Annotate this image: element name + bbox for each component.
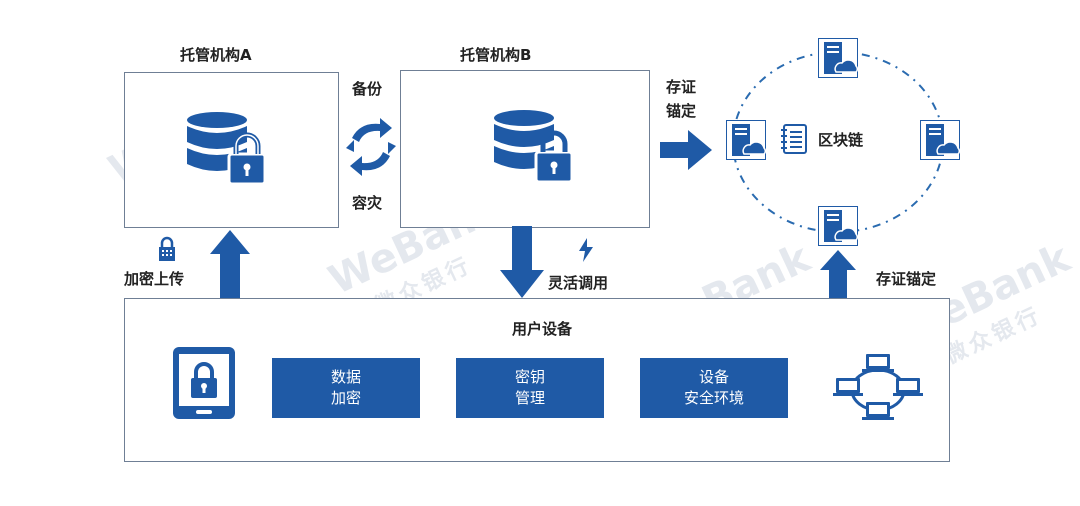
up-arrow-icon	[210, 230, 250, 300]
blockchain-label: 区块链	[818, 131, 864, 149]
database-lock-icon	[187, 112, 267, 186]
institution-b-title: 托管机构B	[460, 46, 532, 64]
button-line: 安全环境	[683, 389, 744, 407]
up-arrow-icon	[820, 250, 856, 300]
backup-label: 备份	[352, 80, 383, 98]
lightning-icon	[579, 238, 593, 262]
right-arrow-icon	[660, 130, 712, 170]
key-management-button[interactable]: 密钥 管理	[456, 358, 604, 418]
button-line: 设备	[698, 368, 729, 386]
server-cloud-icon	[920, 120, 961, 160]
server-cloud-icon	[818, 206, 859, 246]
flex-call-label: 灵活调用	[548, 274, 609, 292]
device-security-button[interactable]: 设备 安全环境	[640, 358, 788, 418]
server-cloud-icon	[726, 120, 767, 160]
padlock-icon	[159, 236, 175, 261]
button-line: 管理	[514, 389, 545, 407]
anchor-top-label: 存证	[666, 78, 697, 96]
ledger-icon	[781, 124, 807, 154]
disaster-recovery-label: 容灾	[352, 194, 383, 212]
sync-cycle-icon	[346, 118, 396, 176]
user-devices-title: 用户设备	[512, 320, 573, 338]
device-network-icon	[833, 354, 923, 420]
down-arrow-icon	[500, 226, 544, 298]
button-line: 密钥	[514, 368, 545, 386]
institution-a-box	[124, 72, 339, 228]
button-line: 加密	[330, 389, 361, 407]
institution-a-title: 托管机构A	[180, 46, 252, 64]
database-lock-icon	[494, 110, 574, 184]
encrypted-upload-label: 加密上传	[124, 270, 185, 288]
server-cloud-icon	[818, 38, 859, 78]
button-line: 数据	[330, 368, 361, 386]
anchor-bottom-label: 锚定	[666, 102, 697, 120]
data-encryption-button[interactable]: 数据 加密	[272, 358, 420, 418]
institution-b-box	[400, 70, 650, 228]
anchor-right-label: 存证锚定	[876, 270, 937, 288]
watermark-cn: 微众银行	[941, 302, 1047, 370]
tablet-lock-icon	[173, 347, 235, 419]
